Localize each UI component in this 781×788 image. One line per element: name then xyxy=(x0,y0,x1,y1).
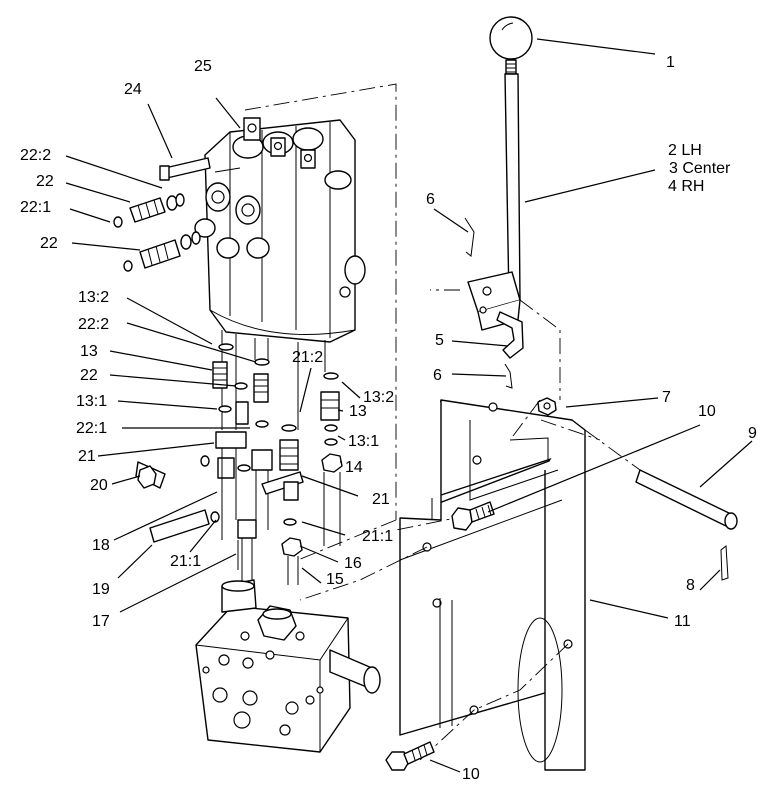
hydraulic-manifold xyxy=(195,579,381,753)
callout-24: 24 xyxy=(124,81,142,98)
callout-3-center: 3 Center xyxy=(669,160,731,177)
callout-13-1-right: 13:1 xyxy=(348,433,379,450)
callout-25: 25 xyxy=(194,58,212,75)
callout-22-2-upper: 22:2 xyxy=(20,147,51,164)
callout-13-2-left: 13:2 xyxy=(78,289,109,306)
bolt-10-upper xyxy=(451,501,495,531)
bolt-10-lower xyxy=(385,741,435,771)
callout-21-1-right: 21:1 xyxy=(362,528,393,545)
callout-19: 19 xyxy=(92,581,110,598)
pivot-pin xyxy=(635,469,738,581)
callout-21-right: 21 xyxy=(372,491,390,508)
callout-15: 15 xyxy=(326,571,344,588)
callout-22-upper: 22 xyxy=(36,173,54,190)
leader-lines xyxy=(65,38,753,773)
hex-nut-7 xyxy=(537,397,557,416)
callout-7: 7 xyxy=(662,389,671,406)
callout-13-right: 13 xyxy=(349,403,367,420)
callout-14: 14 xyxy=(345,459,363,476)
callout-22-middle: 22 xyxy=(40,235,58,252)
callout-1: 1 xyxy=(666,54,675,71)
callout-13-left: 13 xyxy=(80,343,98,360)
callout-22-1-upper: 22:1 xyxy=(20,199,51,216)
callout-22-1-lower: 22:1 xyxy=(76,420,107,437)
callout-6-upper: 6 xyxy=(426,191,435,208)
callout-20: 20 xyxy=(90,477,108,494)
fitting-22-upper xyxy=(113,193,185,228)
callout-21-2: 21:2 xyxy=(292,349,323,366)
callout-22-2-lower: 22:2 xyxy=(78,316,109,333)
control-lever xyxy=(464,16,533,389)
callout-10-upper: 10 xyxy=(698,403,716,420)
callout-9: 9 xyxy=(748,425,757,442)
callout-labels: 1 2 LH 3 Center 4 RH 25 24 22:2 22 22:1 … xyxy=(20,54,757,783)
callout-6-lower: 6 xyxy=(433,367,442,384)
callout-21-left: 21 xyxy=(78,448,96,465)
callout-22-lower: 22 xyxy=(80,367,98,384)
callout-5: 5 xyxy=(435,332,444,349)
mount-bracket xyxy=(399,399,586,771)
callout-2-lh: 2 LH xyxy=(668,142,702,159)
callout-10-lower: 10 xyxy=(462,766,480,783)
callout-18: 18 xyxy=(92,537,110,554)
callout-21-1-left: 21:1 xyxy=(170,553,201,570)
callout-4-rh: 4 RH xyxy=(668,178,704,195)
callout-16: 16 xyxy=(344,555,362,572)
bolt-24 xyxy=(159,157,211,181)
callout-8: 8 xyxy=(686,577,695,594)
callout-13-1-left: 13:1 xyxy=(76,393,107,410)
fitting-22-lower xyxy=(123,231,201,272)
callout-13-2-right: 13:2 xyxy=(363,389,394,406)
control-valve xyxy=(179,117,366,343)
callout-11: 11 xyxy=(674,613,691,630)
lower-fittings xyxy=(135,330,343,588)
callout-17: 17 xyxy=(92,613,110,630)
